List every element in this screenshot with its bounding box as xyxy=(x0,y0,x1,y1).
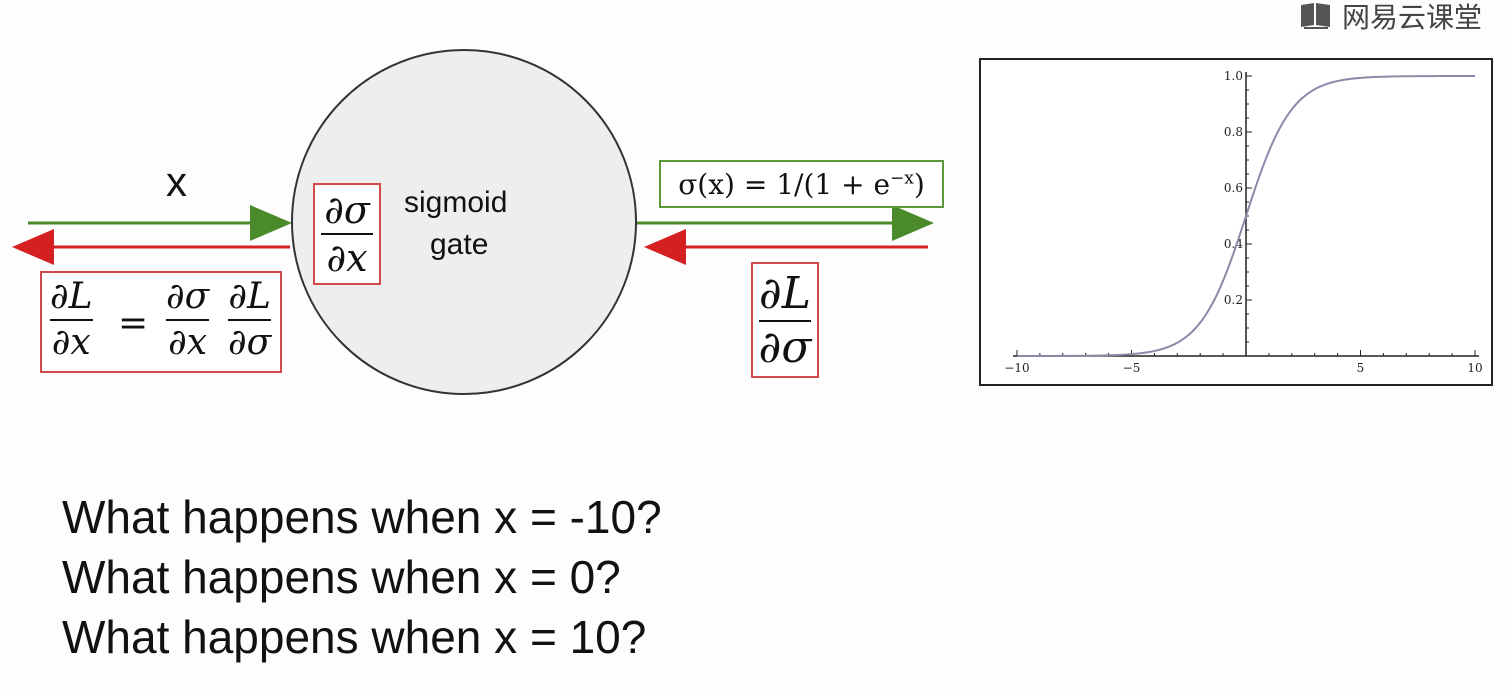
local-gradient-box: ∂σ ∂x xyxy=(313,183,381,285)
sigmoid-formula: σ(x) = 1/(1 + e−x) xyxy=(678,167,925,201)
watermark-text: 网易云课堂 xyxy=(1342,1,1483,34)
sigmoid-curve xyxy=(1017,75,1475,357)
chain-equals: = xyxy=(118,303,149,344)
gate-label-line2: gate xyxy=(430,228,489,261)
sigmoid-plot-svg: −10 −5 5 10 0.2 0.4 0.6 0.8 1.0 xyxy=(1004,69,1482,375)
y-tick-label: 0.4 xyxy=(1224,237,1243,251)
question-2: What happens when x = 0? xyxy=(62,551,621,603)
chain-rhs1-den: ∂x xyxy=(168,322,208,363)
upstream-gradient-num: ∂L xyxy=(759,268,811,319)
chain-rhs2-den: ∂σ xyxy=(228,322,272,363)
upstream-gradient-den: ∂σ xyxy=(758,322,812,373)
local-gradient-den: ∂x xyxy=(326,236,368,280)
chain-lhs-num: ∂L xyxy=(50,276,93,317)
y-tick-label: 0.6 xyxy=(1224,181,1243,195)
chain-rhs2-num: ∂L xyxy=(228,276,271,317)
x-tick-label: 5 xyxy=(1357,361,1365,375)
question-1: What happens when x = -10? xyxy=(62,491,662,543)
gate-label-line1: sigmoid xyxy=(404,186,508,219)
book-logo-icon xyxy=(1301,3,1330,29)
chain-rhs1-num: ∂σ xyxy=(166,276,210,317)
upstream-gradient-box: ∂L ∂σ xyxy=(751,262,819,378)
sigmoid-formula-box: σ(x) = 1/(1 + e−x) xyxy=(659,160,944,208)
x-tick-label: −10 xyxy=(1004,361,1029,375)
y-tick-label: 0.8 xyxy=(1224,125,1243,139)
x-tick-label: −5 xyxy=(1123,361,1141,375)
input-label: x xyxy=(166,158,187,205)
x-tick-label: 10 xyxy=(1467,361,1482,375)
watermark: 网易云课堂 xyxy=(1298,0,1482,34)
chain-lhs-den: ∂x xyxy=(51,322,91,363)
y-tick-label: 0.2 xyxy=(1224,293,1243,307)
y-tick-label: 1.0 xyxy=(1224,69,1243,83)
chain-rule-box: ∂L ∂x = ∂σ ∂x ∂L ∂σ xyxy=(40,271,282,373)
sigmoid-plot: −10 −5 5 10 0.2 0.4 0.6 0.8 1.0 xyxy=(979,58,1493,386)
question-3: What happens when x = 10? xyxy=(62,611,647,663)
local-gradient-num: ∂σ xyxy=(324,188,370,232)
sigmoid-gate-circle xyxy=(291,49,637,395)
